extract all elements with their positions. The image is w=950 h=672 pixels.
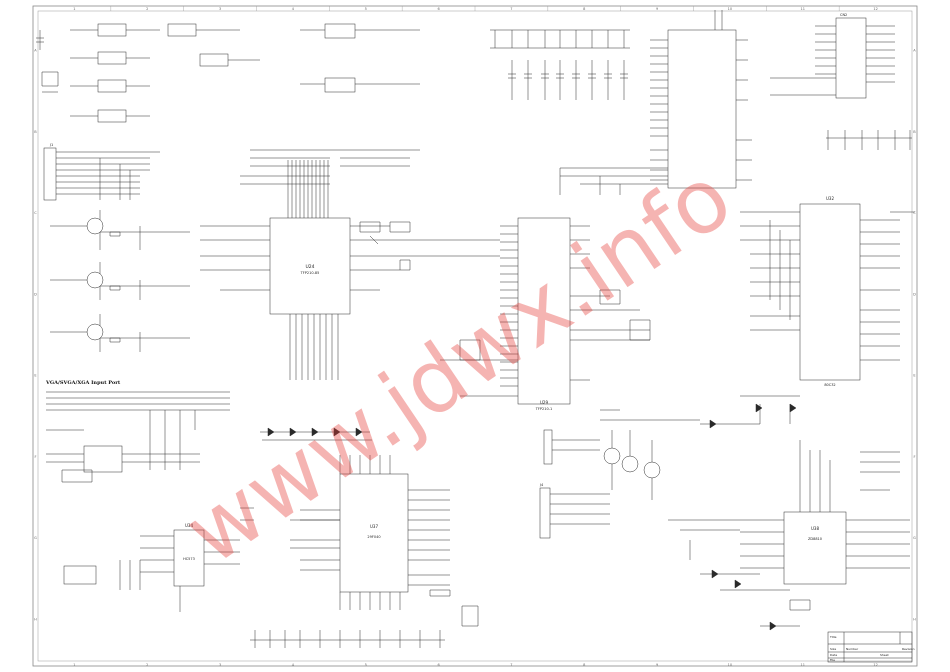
chip-u32-outline — [740, 203, 915, 381]
frame-column-label: 12 — [873, 663, 877, 667]
vga-input-block — [46, 391, 230, 483]
frame-row-label: E — [913, 374, 915, 378]
chip-u38-outline — [668, 440, 910, 631]
frame-column-label: 9 — [656, 663, 658, 667]
frame-column-label: 4 — [292, 7, 295, 11]
frame-column-label: 12 — [873, 7, 877, 11]
frame-row-label: D — [34, 292, 37, 296]
frame-column-label: 5 — [365, 7, 367, 11]
frame-row-labels: A A B B C C D D E E F F G G H H — [34, 49, 916, 622]
u38-ref: U38 — [811, 526, 819, 531]
frame-row-label: A — [913, 49, 916, 53]
frame-column-label: 2 — [146, 7, 148, 11]
frame-row-label: D — [913, 292, 916, 296]
frame-column-label: 6 — [437, 7, 439, 11]
u34-part: HC573 — [183, 557, 195, 561]
frame-column-label: 10 — [728, 663, 732, 667]
chip-u37-outline — [300, 455, 479, 627]
frame-column-label: 6 — [437, 663, 439, 667]
u32-part: 80C32 — [824, 383, 835, 387]
frame-row-label: C — [34, 211, 37, 215]
sheet-frame — [32, 5, 918, 667]
frame-row-label: C — [913, 211, 916, 215]
u24-part: TFP210-85 — [300, 271, 320, 275]
diode-row — [260, 427, 372, 441]
frame-row-label: E — [34, 374, 36, 378]
frame-row-label: G — [34, 536, 37, 540]
u37-part: 29F040 — [367, 535, 380, 539]
frame-column-label: 1 — [73, 663, 75, 667]
connector-j1-label: J1 — [49, 143, 53, 147]
connector-j4-label: J4 — [539, 483, 544, 487]
vga-input-port-title: VGA/SVGA/XGA Input Port — [46, 380, 121, 386]
u32-ref: U32 — [826, 196, 834, 201]
frame-column-label: 8 — [583, 663, 585, 667]
u34-ref: U34 — [185, 523, 193, 528]
chip-u23 — [559, 10, 752, 195]
connector-j1 — [43, 147, 160, 201]
frame-column-label: 9 — [656, 7, 658, 11]
regulator-block — [36, 23, 420, 123]
frame-column-label: 11 — [801, 7, 805, 11]
title-block-sheet: Sheet — [880, 653, 889, 657]
connector-cn2-label: CN2 — [840, 13, 847, 17]
chip-u29-outline — [440, 217, 651, 411]
u37-ref: U37 — [370, 524, 378, 529]
u24-ref: U24 — [305, 264, 314, 270]
frame-row-label: H — [34, 617, 37, 621]
frame-row-label: B — [34, 130, 37, 134]
frame-column-label: 3 — [219, 663, 221, 667]
frame-column-label: 11 — [801, 663, 805, 667]
title-block-file: File — [830, 658, 835, 662]
title-block-date: Date — [830, 653, 837, 657]
frame-row-label: F — [34, 455, 36, 459]
u38-part: ZD8810 — [808, 537, 822, 541]
title-block-frame — [827, 631, 913, 663]
frame-column-label: 4 — [292, 663, 295, 667]
frame-row-label: F — [913, 455, 915, 459]
frame-column-label: 10 — [728, 7, 732, 11]
decoupling-capacitors — [250, 29, 912, 648]
frame-column-label: 1 — [73, 7, 75, 11]
title-block-size: Size — [830, 647, 836, 651]
lower-middle-block — [539, 395, 800, 539]
frame-row-label: H — [913, 617, 916, 621]
u29-ref: U29 — [540, 400, 548, 405]
chip-u24-outline — [200, 149, 500, 380]
frame-row-label: G — [913, 536, 916, 540]
frame-row-label: A — [34, 49, 37, 53]
frame-row-label: B — [913, 130, 916, 134]
frame-column-label: 7 — [510, 663, 512, 667]
connector-top-right — [770, 17, 895, 99]
u29-part: TFP210-1 — [535, 407, 552, 411]
frame-column-label: 8 — [583, 7, 585, 11]
frame-column-label: 5 — [365, 663, 367, 667]
frame-column-label: 3 — [219, 7, 221, 11]
title-block-revision: Revision — [902, 647, 915, 651]
frame-column-label: 2 — [146, 663, 148, 667]
title-block-number: Number — [846, 647, 859, 651]
frame-column-label: 7 — [510, 7, 512, 11]
title-block-title: Title — [829, 635, 837, 639]
transistor-stages — [50, 210, 190, 352]
